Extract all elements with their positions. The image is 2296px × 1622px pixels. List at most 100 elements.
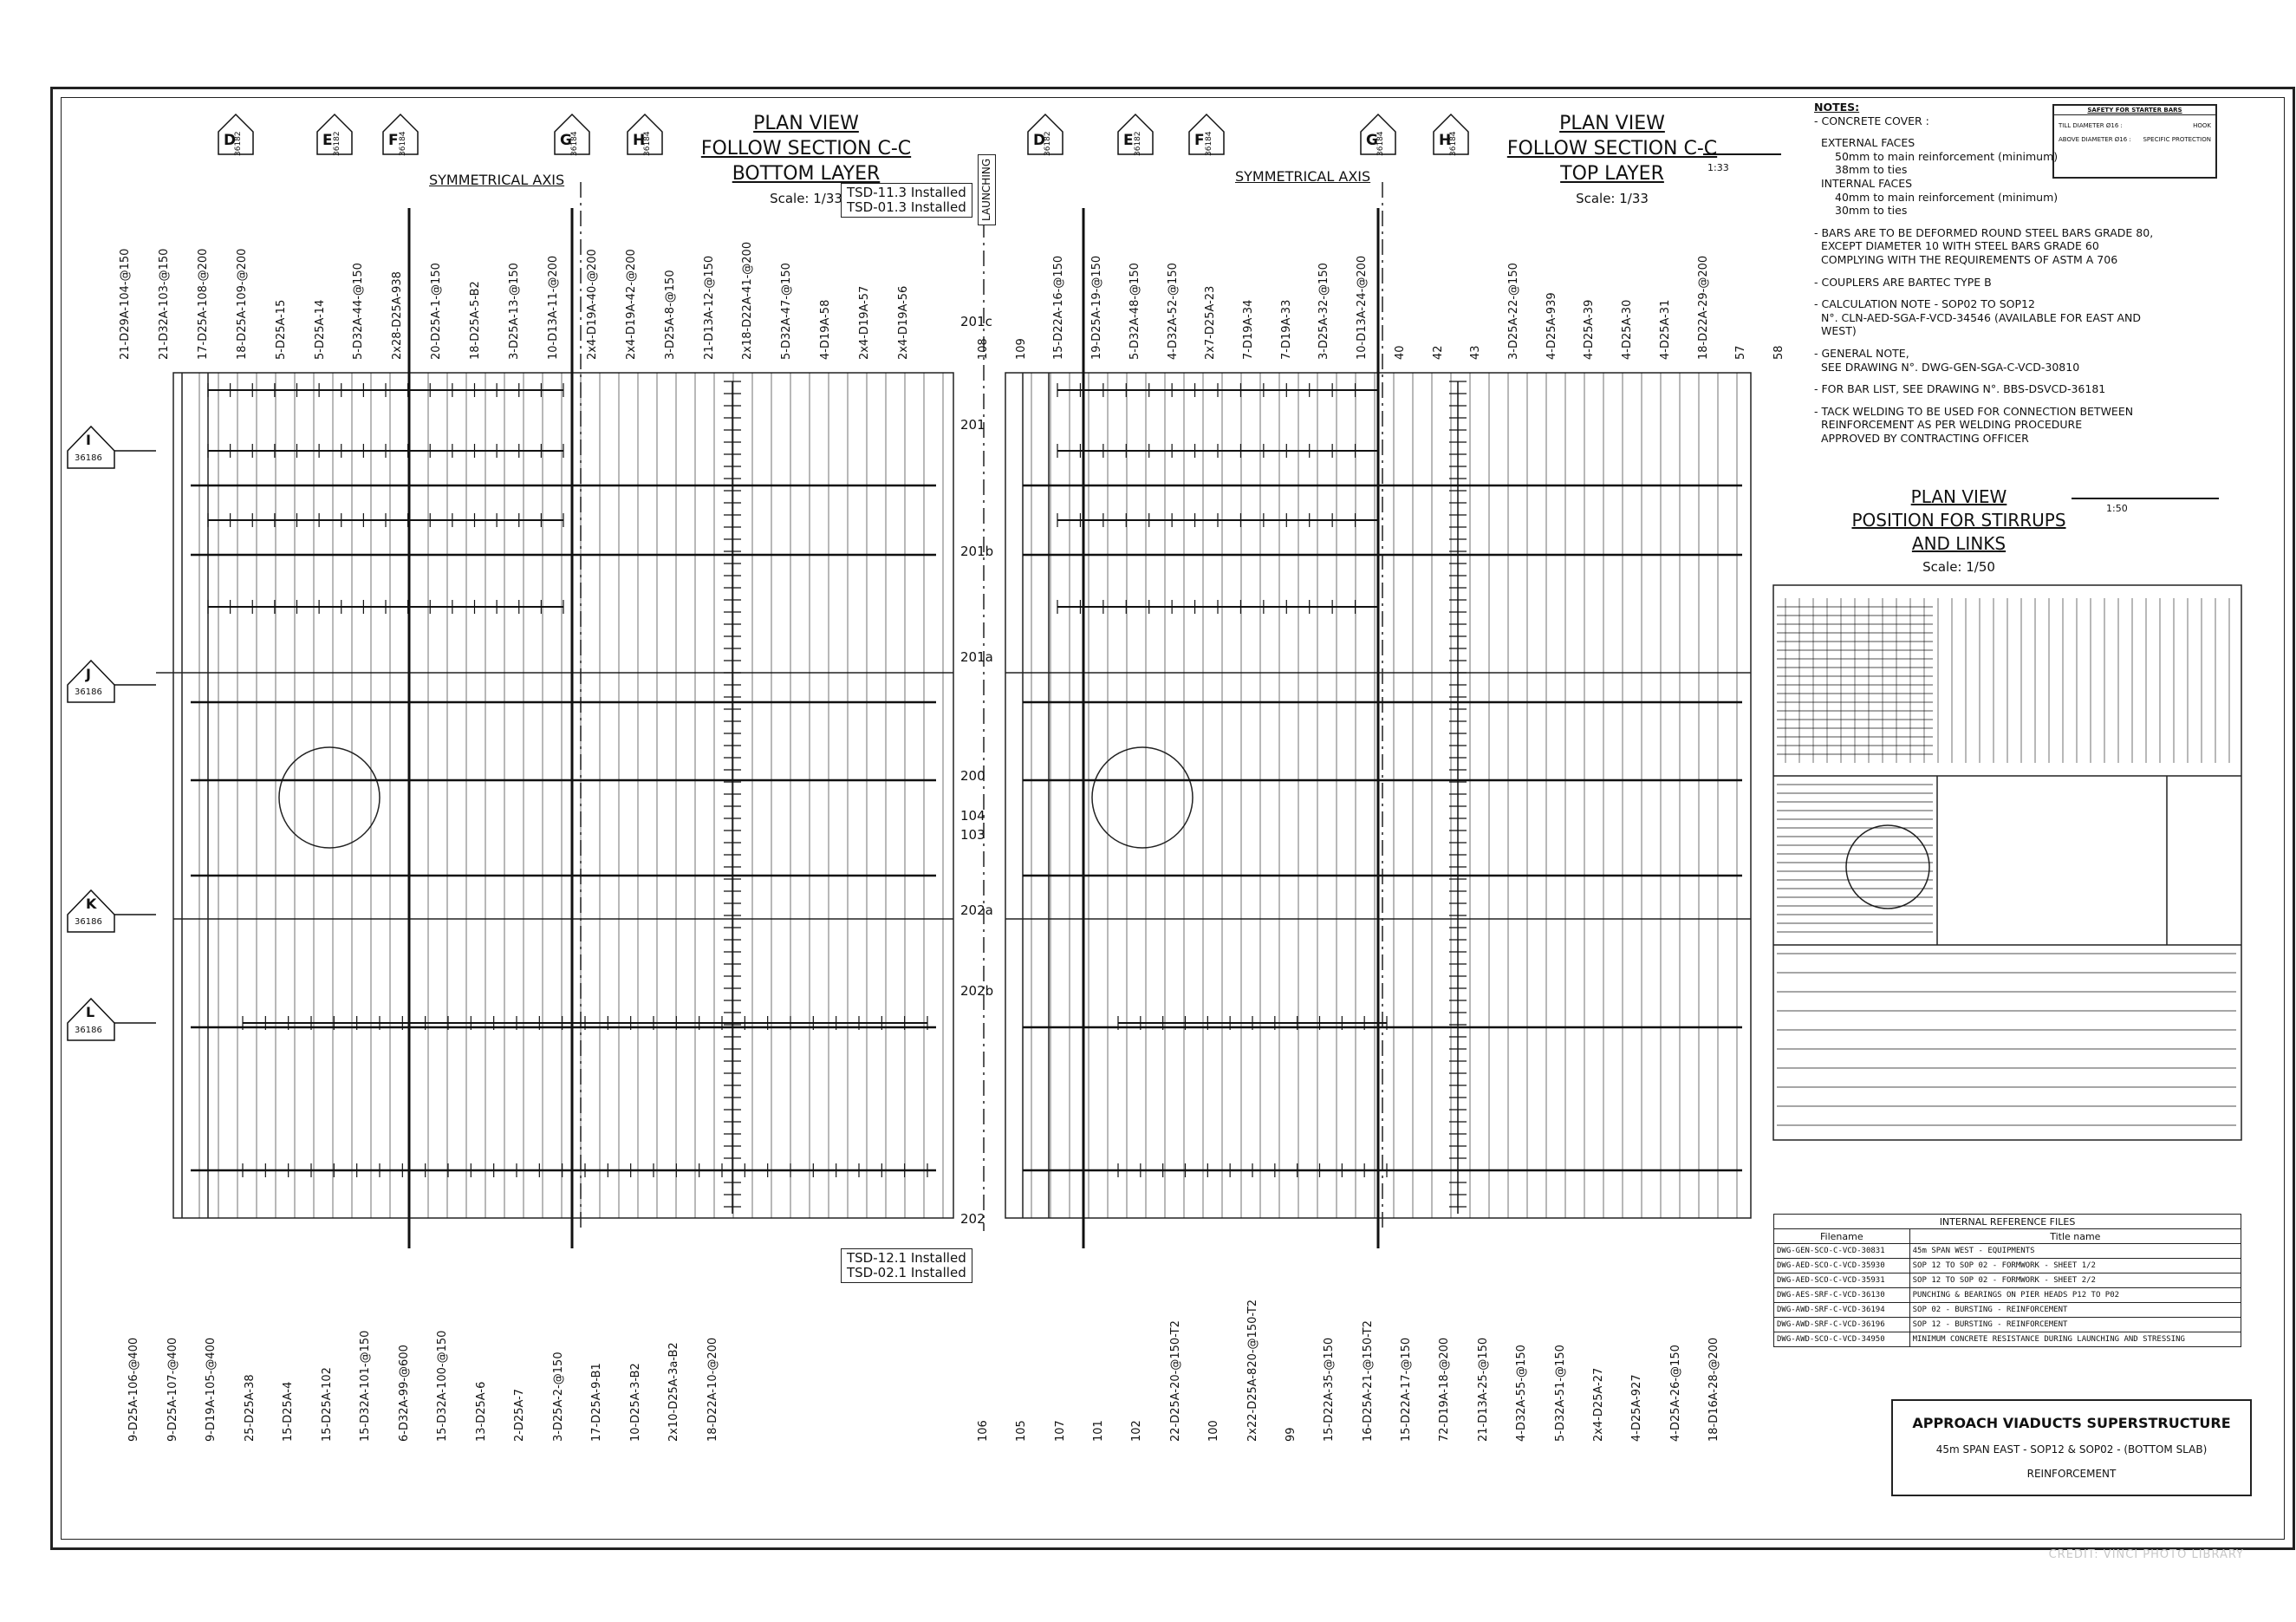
stirrups-title-line3: AND LINKS: [1911, 533, 2007, 554]
bar-label-tl-12: 2x4-D19A-40-@200: [585, 249, 599, 360]
bar-label-tl-17: 5-D32A-47-@150: [780, 263, 794, 360]
notes-line-14: [1814, 289, 2161, 297]
bar-label-bl-14: 2x10-D25A-3a-B2: [667, 1342, 681, 1442]
ref-filename-cell: DWG-AWD-SCO-C-VCD-34950: [1773, 1332, 1910, 1347]
notes-line-19: SEE DRAWING N°. DWG-GEN-SGA-C-VCD-30810: [1821, 360, 2080, 374]
bar-label-bl-11: 3-D25A-2-@150: [551, 1352, 565, 1442]
bar-label-tr-5: 4-D32A-52-@150: [1166, 263, 1180, 360]
grid-top-left-1-marker: [316, 113, 353, 155]
bar-label-bl-15: 18-D22A-10-@200: [706, 1337, 719, 1442]
drawing-frame: [50, 87, 2295, 1550]
notes-line-7: 30mm to ties: [1835, 204, 1908, 218]
bar-label-br-6: 100: [1207, 1420, 1221, 1442]
internal-reference-files-table: INTERNAL REFERENCE FILES Filename Title …: [1773, 1214, 2242, 1347]
grid-top-left-4-letter: H: [633, 132, 646, 149]
bar-label-tr-20: 57: [1734, 345, 1748, 360]
right-view-title: PLAN VIEW FOLLOW SECTION C-C TOP LAYER S…: [1482, 111, 1742, 212]
notes-line-4: 38mm to ties: [1835, 163, 1908, 177]
bar-label-br-18: 4-D25A-26-@150: [1668, 1345, 1682, 1442]
notes-line-15: - CALCULATION NOTE - SOP02 TO SOP12: [1814, 297, 2035, 311]
right-title-line1: PLAN VIEW: [1559, 113, 1665, 134]
bar-label-bl-13: 10-D25A-3-B2: [628, 1363, 642, 1442]
section-mark-5: 104: [960, 808, 985, 824]
notes-line-17: [1814, 338, 2161, 347]
grid-side-0-letter: I: [86, 432, 91, 448]
section-mark-0: 201c: [960, 314, 992, 329]
notes-line-18: - GENERAL NOTE,: [1814, 346, 1909, 360]
bar-label-tr-15: 4-D25A-939: [1545, 292, 1558, 360]
notes-line-16: N°. CLN-AED-SGA-F-VCD-34546 (AVAILABLE F…: [1821, 310, 2141, 338]
tsd-bottom-2: TSD-02.1 Installed: [847, 1265, 966, 1280]
launching-text: LAUNCHING: [980, 158, 992, 221]
safety-title: SAFETY FOR STARTER BARS: [2054, 106, 2215, 115]
title-block-subject: REINFORCEMENT: [2026, 1468, 2117, 1480]
left-plan-outline: [172, 372, 954, 1219]
notes-line-0: - CONCRETE COVER :: [1814, 114, 1929, 127]
tsd-bottom-1: TSD-12.1 Installed: [847, 1250, 966, 1266]
left-view-title: PLAN VIEW FOLLOW SECTION C-C BOTTOM LAYE…: [676, 111, 936, 212]
notes-line-21: - FOR BAR LIST, SEE DRAWING N°. BBS-DSVC…: [1814, 382, 2106, 396]
bar-label-bl-7: 6-D32A-99-@600: [397, 1345, 411, 1442]
bar-label-tr-14: 3-D25A-22-@150: [1507, 263, 1520, 360]
bar-label-tr-6: 2x7-D25A-23: [1204, 285, 1218, 360]
safety-row2-left: ABOVE DIAMETER Ø16 :: [2059, 136, 2131, 143]
grid-top-left-4-ref: 36184: [643, 131, 652, 156]
notes-line-13: - COUPLERS ARE BARTEC TYPE B: [1814, 275, 1992, 289]
bar-label-bl-9: 13-D25A-6: [474, 1381, 488, 1442]
grid-top-right-3-ref: 36184: [1376, 131, 1385, 156]
title-block: APPROACH VIADUCTS SUPERSTRUCTURE 45m SPA…: [1891, 1399, 2252, 1496]
notes-line-12: [1814, 267, 2161, 276]
bar-label-tl-9: 18-D25A-5-B2: [469, 281, 483, 360]
bar-label-tr-2: 15-D22A-16-@150: [1052, 255, 1066, 360]
bar-label-br-16: 2x4-D25A-27: [1591, 1367, 1605, 1442]
bar-label-tl-18: 4-D19A-58: [819, 299, 833, 360]
notes-line-3: 50mm to main reinforcement (minimum): [1835, 149, 2059, 163]
right-scale: Scale: 1/33: [1576, 191, 1649, 206]
bar-label-bl-6: 15-D32A-101-@150: [359, 1330, 373, 1442]
bar-label-tl-4: 5-D25A-15: [274, 299, 288, 360]
safety-starter-bars-box: SAFETY FOR STARTER BARS TILL DIAMETER Ø1…: [2052, 104, 2217, 179]
bar-label-br-14: 4-D32A-55-@150: [1515, 1345, 1529, 1442]
notes-line-23: - TACK WELDING TO BE USED FOR CONNECTION…: [1814, 404, 2134, 418]
safety-row1-right: HOOK: [2193, 122, 2211, 129]
bar-label-br-0: 106: [977, 1420, 990, 1442]
left-title-line3: BOTTOM LAYER: [732, 163, 881, 185]
grid-top-left-4-marker: [627, 113, 663, 155]
grid-side-2-marker: [67, 889, 115, 933]
bar-label-br-10: 16-D25A-21-@150-T2: [1361, 1320, 1375, 1442]
tsd-top-2: TSD-01.3 Installed: [847, 199, 966, 215]
bar-label-tr-0: 108: [977, 338, 990, 360]
notes-line-10: EXCEPT DIAMETER 10 WITH STEEL BARS GRADE…: [1821, 239, 2099, 253]
scalebar-1-50-label: 1:50: [2106, 503, 2128, 514]
symmetrical-axis-left: SYMMETRICAL AXIS: [429, 172, 565, 188]
bar-label-tr-19: 18-D22A-29-@200: [1696, 255, 1710, 360]
bar-label-tl-3: 18-D25A-109-@200: [235, 248, 249, 360]
notes-line-20: [1814, 374, 2161, 382]
bar-label-bl-0: 9-D25A-106-@400: [127, 1337, 140, 1442]
bar-label-bl-3: 25-D25A-38: [243, 1374, 257, 1442]
bar-label-tr-9: 3-D25A-32-@150: [1317, 263, 1331, 360]
bar-label-tr-1: 109: [1014, 338, 1028, 360]
grid-side-1-ref: 36186: [75, 687, 102, 697]
grid-top-left-3-letter: G: [560, 132, 572, 149]
grid-top-right-2-marker: [1188, 113, 1225, 155]
grid-top-left-0-ref: 36182: [234, 131, 243, 156]
drawing-border: [61, 97, 2285, 1540]
notes-line-6: 40mm to main reinforcement (minimum): [1835, 190, 2059, 204]
section-mark-6: 103: [960, 827, 985, 843]
grid-top-left-2-ref: 36184: [399, 131, 407, 156]
notes-line-8: [1814, 218, 2161, 226]
ref-title-cell: MINIMUM CONCRETE RESISTANCE DURING LAUNC…: [1909, 1332, 2242, 1347]
bar-label-bl-8: 15-D32A-100-@150: [436, 1330, 450, 1442]
bar-label-tl-6: 5-D32A-44-@150: [352, 263, 366, 360]
bar-label-tl-1: 21-D32A-103-@150: [157, 248, 171, 360]
bar-label-br-7: 2x22-D25A-820-@150-T2: [1246, 1299, 1259, 1442]
bar-label-bl-5: 15-D25A-102: [320, 1367, 334, 1442]
bar-label-br-8: 99: [1284, 1427, 1298, 1442]
grid-top-right-4-letter: H: [1439, 132, 1452, 149]
ref-header-title: Title name: [1909, 1228, 2242, 1244]
bar-label-tr-18: 4-D25A-31: [1658, 299, 1672, 360]
